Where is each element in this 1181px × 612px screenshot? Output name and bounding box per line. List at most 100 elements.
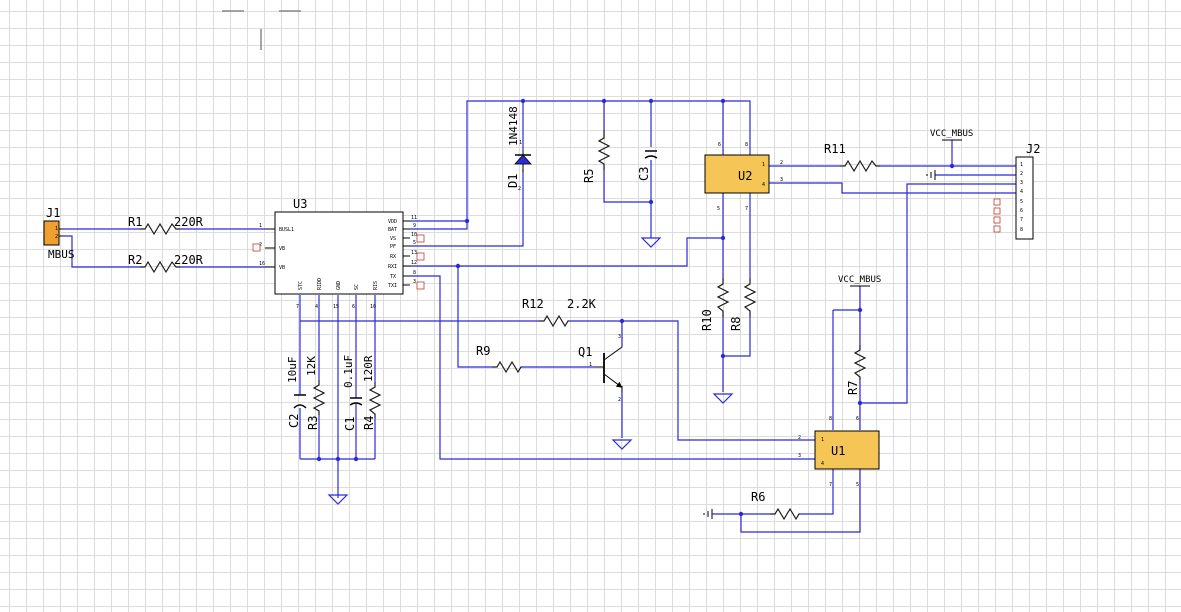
svg-text:TXI: TXI [388,283,397,289]
diode-d1[interactable]: 1N4148 D1 1 2 [506,106,532,192]
svg-text:11: 11 [411,215,417,221]
svg-text:J2: J2 [1026,142,1040,156]
resistor-r12[interactable]: R12 2.2K [522,297,597,328]
svg-text:120R: 120R [362,355,375,382]
resistor-r1[interactable]: R1 220R [128,215,204,236]
resistor-r4[interactable]: 120R R4 [362,355,382,430]
svg-text:Q1: Q1 [578,345,592,359]
svg-text:C1: C1 [343,417,357,431]
svg-text:8: 8 [1020,227,1023,233]
svg-text:2: 2 [780,160,783,166]
svg-text:1: 1 [519,140,522,146]
svg-text:8: 8 [413,270,416,276]
svg-text:1: 1 [762,162,765,168]
svg-text:9: 9 [413,223,416,229]
svg-text:7: 7 [1020,217,1023,223]
capacitor-c2[interactable]: 10uF C2 [286,357,307,429]
connector-j1[interactable]: 1 2 J1 MBUS [43,206,75,261]
svg-text:2.2K: 2.2K [567,297,597,311]
svg-text:3: 3 [1020,180,1023,186]
connector-j2[interactable]: J2 1 2 3 4 5 6 7 8 [993,142,1040,240]
optocoupler-u1[interactable]: U1 1 2 3 8 6 7 5 4 [798,416,880,488]
svg-text:D1: D1 [506,174,520,188]
svg-text:VB: VB [279,265,285,271]
resistor-r8[interactable]: R8 [729,278,757,331]
svg-text:C2: C2 [287,414,301,428]
optocoupler-u2[interactable]: U2 1 2 3 5 7 6 8 4 [704,142,783,212]
svg-text:5: 5 [413,240,416,246]
svg-text:SC: SC [354,284,360,290]
svg-text:C3: C3 [637,167,651,181]
capacitor-c3[interactable]: C3 [637,150,658,181]
svg-text:8: 8 [829,416,832,422]
svg-text:STC: STC [298,281,304,290]
j1-ref: J1 [46,206,60,220]
svg-text:3: 3 [798,453,801,459]
cursor-crosshair [222,10,301,50]
svg-text:4: 4 [315,304,318,310]
svg-text:6: 6 [856,416,859,422]
resistor-r10[interactable]: R10 [700,278,730,331]
resistor-r5[interactable]: R5 [582,130,611,183]
wires [65,100,1016,533]
resistor-r3[interactable]: 12K R3 [305,356,326,430]
svg-text:GND: GND [336,281,342,290]
power-vcc-mbus-1: VCC_MBUS [930,129,973,141]
svg-text:RX: RX [390,254,396,260]
svg-text:VS: VS [390,236,396,242]
svg-text:2: 2 [259,242,262,248]
svg-text:3: 3 [780,177,783,183]
svg-text:2: 2 [55,234,58,240]
svg-text:BAT: BAT [388,227,397,233]
svg-text:R11: R11 [824,142,846,156]
svg-text:3: 3 [618,334,621,340]
svg-text:1: 1 [259,223,262,229]
svg-text:7: 7 [296,304,299,310]
svg-text:7: 7 [829,482,832,488]
svg-text:10: 10 [370,304,376,310]
svg-text:VB: VB [279,246,285,252]
ic-u3[interactable]: U3 BUSL1 VB VB 1 2 16 VDD BAT VS PF RX R… [252,197,425,310]
svg-text:6: 6 [1020,208,1023,214]
svg-text:R8: R8 [729,317,743,331]
svg-text:5: 5 [717,206,720,212]
ground-r10 [712,393,734,404]
svg-text:PF: PF [390,244,396,250]
resistor-r2[interactable]: R2 220R [128,253,204,274]
svg-text:R2: R2 [128,253,142,267]
resistor-r7[interactable]: R7 [846,345,867,395]
svg-text:R12: R12 [522,297,544,311]
svg-text:1N4148: 1N4148 [507,106,520,146]
resistor-r9[interactable]: R9 [476,344,522,374]
svg-text:3: 3 [413,279,416,285]
svg-text:R10: R10 [700,309,714,331]
junctions [316,98,955,517]
svg-text:220R: 220R [174,215,204,229]
resistor-r11[interactable]: R11 [824,142,880,173]
ground-u3 [327,494,349,505]
svg-text:2: 2 [798,435,801,441]
capacitor-c1[interactable]: 0.1uF C1 [342,355,363,431]
svg-text:RIDD: RIDD [317,278,323,290]
svg-text:BUSL1: BUSL1 [279,227,294,233]
transistor-q1[interactable]: Q1 3 1 2 [578,334,623,403]
svg-text:1: 1 [1020,162,1023,168]
svg-text:R3: R3 [306,416,320,430]
svg-text:4: 4 [1020,189,1023,195]
svg-text:16: 16 [259,261,265,267]
svg-text:4: 4 [762,182,765,188]
svg-text:VDD: VDD [388,219,397,225]
svg-text:R7: R7 [846,381,860,395]
svg-text:1: 1 [589,362,592,368]
svg-text:RIS: RIS [373,281,379,290]
svg-text:2: 2 [518,186,521,192]
svg-text:12: 12 [411,260,417,266]
svg-text:8: 8 [745,142,748,148]
svg-text:R5: R5 [582,169,596,183]
resistor-r6[interactable]: R6 [751,490,800,521]
svg-text:10: 10 [411,232,417,238]
ground-j2 [926,170,936,180]
svg-text:R6: R6 [751,490,765,504]
